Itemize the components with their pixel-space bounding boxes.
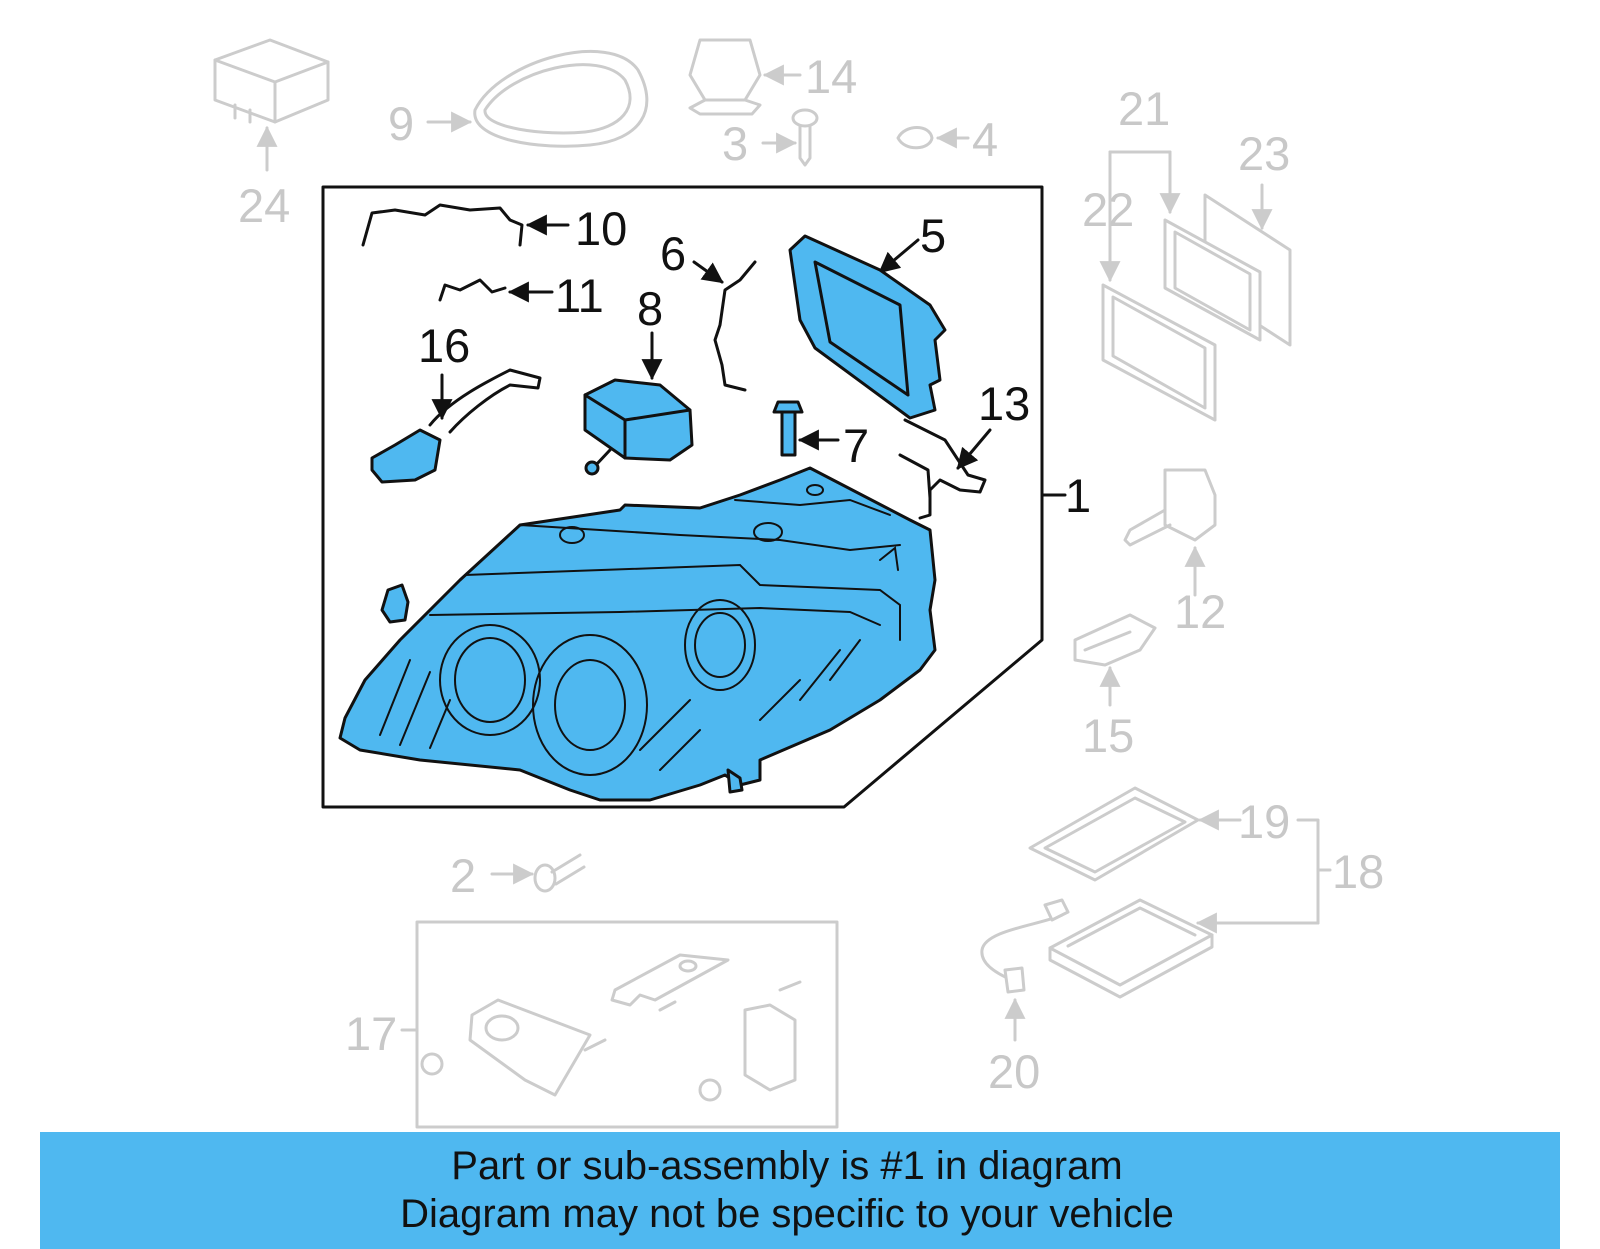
callout-20: 20 (988, 1045, 1040, 1098)
callout-16: 16 (418, 319, 470, 372)
callout-13: 13 (978, 377, 1030, 430)
callout-12: 12 (1174, 585, 1226, 638)
callout-4: 4 (972, 113, 998, 166)
callout-18: 18 (1332, 845, 1384, 898)
part-20-harness[interactable]: 20 (980, 898, 1070, 1098)
callout-23: 23 (1238, 127, 1290, 180)
banner-line-2: Diagram may not be specific to your vehi… (400, 1192, 1174, 1236)
callout-9: 9 (388, 97, 414, 150)
part-18-bracket[interactable]: 18 (1195, 818, 1384, 934)
assembly-1-box: 1 (321, 185, 1091, 809)
part-11-wire[interactable]: 11 (438, 269, 604, 322)
callout-3: 3 (722, 117, 748, 170)
callout-5: 5 (920, 209, 946, 262)
callout-24: 24 (238, 179, 290, 232)
part-24-module[interactable]: 24 (213, 38, 330, 232)
part-13-bracket[interactable]: 13 (898, 377, 1030, 520)
callout-17: 17 (345, 1007, 397, 1060)
part-15-socket[interactable]: 15 (1073, 613, 1157, 762)
callout-11: 11 (555, 269, 604, 322)
part-1-headlamp[interactable] (338, 466, 937, 802)
callout-10: 10 (575, 202, 627, 255)
part-12-bulb[interactable]: 12 (1123, 468, 1226, 638)
banner-line-1: Part or sub-assembly is #1 in diagram (451, 1144, 1123, 1188)
callout-1: 1 (1065, 469, 1091, 522)
part-21-bracket[interactable]: 21 22 (1082, 82, 1181, 283)
callout-15: 15 (1082, 709, 1134, 762)
part-7-bolt[interactable]: 7 (772, 400, 869, 472)
part-2-screw[interactable]: 2 (450, 849, 586, 902)
callout-14: 14 (805, 50, 857, 103)
part-3-bolt[interactable]: 3 (722, 108, 819, 170)
callout-19: 19 (1238, 795, 1290, 848)
callout-2: 2 (450, 849, 476, 902)
callout-22: 22 (1082, 183, 1134, 236)
part-23-plates[interactable]: 23 (1163, 127, 1292, 347)
part-19-cover[interactable]: 19 (1028, 786, 1290, 882)
part-10-wire[interactable]: 10 (361, 202, 627, 255)
info-banner: Part or sub-assembly is #1 in diagram Di… (40, 1132, 1560, 1249)
part-17-mount-kit[interactable]: 17 (345, 920, 839, 1129)
callout-6: 6 (660, 227, 686, 280)
part-4-clip[interactable]: 4 (896, 113, 998, 166)
part-22-plate[interactable] (1101, 283, 1217, 422)
callout-7: 7 (843, 419, 869, 472)
part-14-bulb[interactable]: 14 (688, 38, 857, 116)
part-18-ballast[interactable] (1048, 898, 1214, 999)
part-8-leveling-motor[interactable]: 8 (583, 282, 694, 476)
part-5-cover[interactable]: 5 (788, 209, 947, 420)
part-16-bulb[interactable]: 16 (370, 319, 542, 484)
part-6-harness[interactable]: 6 (660, 227, 757, 392)
callout-21: 21 (1118, 82, 1170, 135)
part-9-seal[interactable]: 9 (388, 49, 649, 150)
callout-8: 8 (637, 282, 663, 335)
